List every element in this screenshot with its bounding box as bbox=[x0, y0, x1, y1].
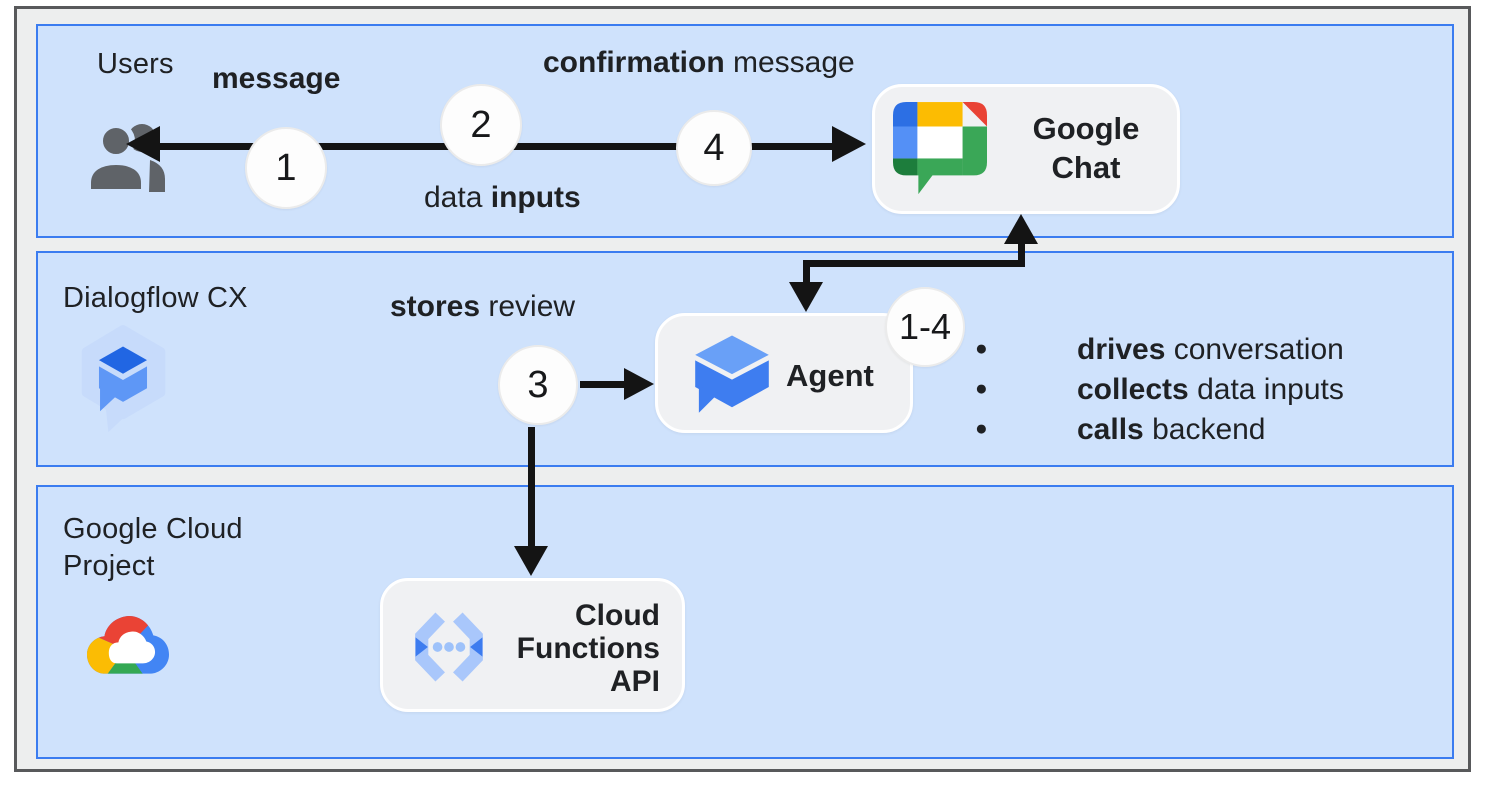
agent-node: Agent bbox=[655, 313, 913, 433]
google-cloud-icon bbox=[86, 615, 170, 674]
arrowhead-into-cloud-functions bbox=[514, 546, 548, 576]
arrowhead-to-users bbox=[126, 126, 160, 162]
step3-cf-arrow-shaft bbox=[528, 427, 535, 547]
step-circle-1-4: 1-4 bbox=[885, 287, 965, 367]
step-circle-4: 4 bbox=[676, 110, 752, 186]
band-users-label: Users bbox=[97, 48, 174, 80]
bullet-calls-backend: ● calls backend bbox=[975, 413, 1266, 446]
stores-review-label: stores review bbox=[390, 290, 576, 323]
bullet-drives-conversation: ● drives conversation bbox=[975, 333, 1344, 366]
agent-bullets: ● drives conversation ● collects data in… bbox=[975, 333, 1344, 453]
dialogflow-cx-icon bbox=[81, 325, 166, 433]
cloud-functions-icon bbox=[415, 612, 483, 682]
data-inputs-label: data inputs bbox=[424, 181, 581, 214]
message-label: message bbox=[212, 62, 341, 95]
arrowhead-into-agent-left bbox=[624, 368, 654, 400]
bullet-dot: ● bbox=[975, 337, 988, 360]
confirmation-message-label: confirmation message bbox=[543, 46, 855, 79]
google-chat-label: Google Chat bbox=[1032, 111, 1140, 185]
bullet-dot: ● bbox=[975, 417, 988, 440]
google-chat-icon bbox=[893, 102, 987, 195]
google-chat-node: Google Chat bbox=[872, 84, 1180, 214]
dialogflow-agent-icon bbox=[695, 335, 769, 413]
step-circle-3: 3 bbox=[498, 345, 578, 425]
elbow-vertical-left bbox=[803, 260, 810, 285]
bullet-dot: ● bbox=[975, 377, 988, 400]
arrowhead-to-chat bbox=[832, 126, 866, 162]
band-dialogflow-label: Dialogflow CX bbox=[63, 282, 248, 314]
step-circle-2: 2 bbox=[440, 84, 522, 166]
cloud-functions-node: Cloud Functions API bbox=[380, 578, 685, 712]
arrowhead-into-agent bbox=[789, 282, 823, 312]
agent-label: Agent bbox=[786, 358, 874, 393]
step-circle-1: 1 bbox=[245, 127, 327, 209]
step3-agent-arrow-shaft bbox=[580, 381, 626, 388]
elbow-horizontal bbox=[803, 260, 1025, 267]
elbow-vertical-right bbox=[1018, 241, 1025, 267]
band-gcp bbox=[36, 485, 1454, 759]
band-gcp-label: Google Cloud Project bbox=[63, 513, 243, 582]
users-icon bbox=[85, 122, 165, 195]
cloud-functions-label: Cloud Functions API bbox=[516, 599, 660, 698]
bullet-collects-data-inputs: ● collects data inputs bbox=[975, 373, 1344, 406]
arrowhead-into-chat bbox=[1004, 214, 1038, 244]
